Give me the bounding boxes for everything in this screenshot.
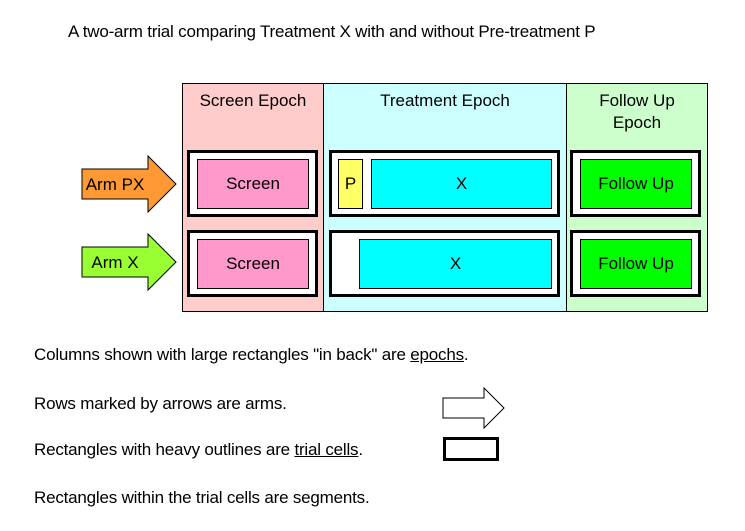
legend-cells-period: .	[358, 440, 363, 459]
legend-epochs-text: Columns shown with large rectangles "in …	[34, 345, 411, 364]
segment-p: P	[338, 159, 363, 209]
legend-segments-text: Rectangles within the trial cells are se…	[34, 488, 370, 507]
segment-follow-up: Follow Up	[580, 159, 692, 209]
trial-cell-x-follow-up: Follow Up	[570, 230, 701, 297]
legend-trial-cell-icon	[443, 437, 499, 461]
epoch-screen-label: Screen Epoch	[199, 91, 307, 110]
legend-cells-term: trial cells	[294, 440, 359, 459]
legend-segments: Rectangles within the trial cells are se…	[34, 488, 370, 508]
trial-cell-px-follow-up: Follow Up	[570, 150, 701, 217]
segment-x: X	[359, 239, 552, 289]
segment-follow-up-label: Follow Up	[598, 174, 674, 193]
legend-epochs-period: .	[463, 345, 469, 364]
legend-epochs: Columns shown with large rectangles "in …	[34, 345, 469, 365]
trial-cell-x-treatment: X	[329, 230, 560, 297]
trial-cell-px-screen: Screen	[187, 150, 318, 217]
arm-x-arrow: Arm X	[81, 232, 177, 292]
segment-x: X	[371, 159, 552, 209]
segment-screen-label: Screen	[226, 174, 280, 193]
arm-px-arrow: Arm PX	[81, 154, 177, 214]
segment-x-label: X	[449, 254, 462, 273]
legend-cells-text: Rectangles with heavy outlines are	[34, 440, 295, 459]
arm-px-label: Arm PX	[86, 175, 145, 194]
diagram-title: A two-arm trial comparing Treatment X wi…	[68, 22, 596, 41]
segment-screen: Screen	[197, 239, 309, 289]
segment-screen: Screen	[197, 159, 309, 209]
legend-epochs-term: epochs	[410, 345, 464, 364]
epoch-treatment-label: Treatment Epoch	[380, 91, 510, 110]
legend-arms-text: Rows marked by arrows are arms.	[34, 394, 287, 413]
legend-cells: Rectangles with heavy outlines are trial…	[34, 440, 363, 460]
segment-follow-up-label: Follow Up	[598, 254, 674, 273]
trial-cell-x-screen: Screen	[187, 230, 318, 297]
legend-arms: Rows marked by arrows are arms.	[34, 394, 287, 414]
segment-x-label: X	[455, 174, 468, 193]
segment-p-label: P	[344, 174, 357, 193]
trial-cell-px-treatment: P X	[329, 150, 560, 217]
epoch-follow-up-label: Follow Up Epoch	[599, 91, 675, 132]
segment-screen-label: Screen	[226, 254, 280, 273]
segment-follow-up: Follow Up	[580, 239, 692, 289]
legend-arrow-icon	[442, 386, 505, 430]
arm-x-label: Arm X	[91, 253, 138, 272]
